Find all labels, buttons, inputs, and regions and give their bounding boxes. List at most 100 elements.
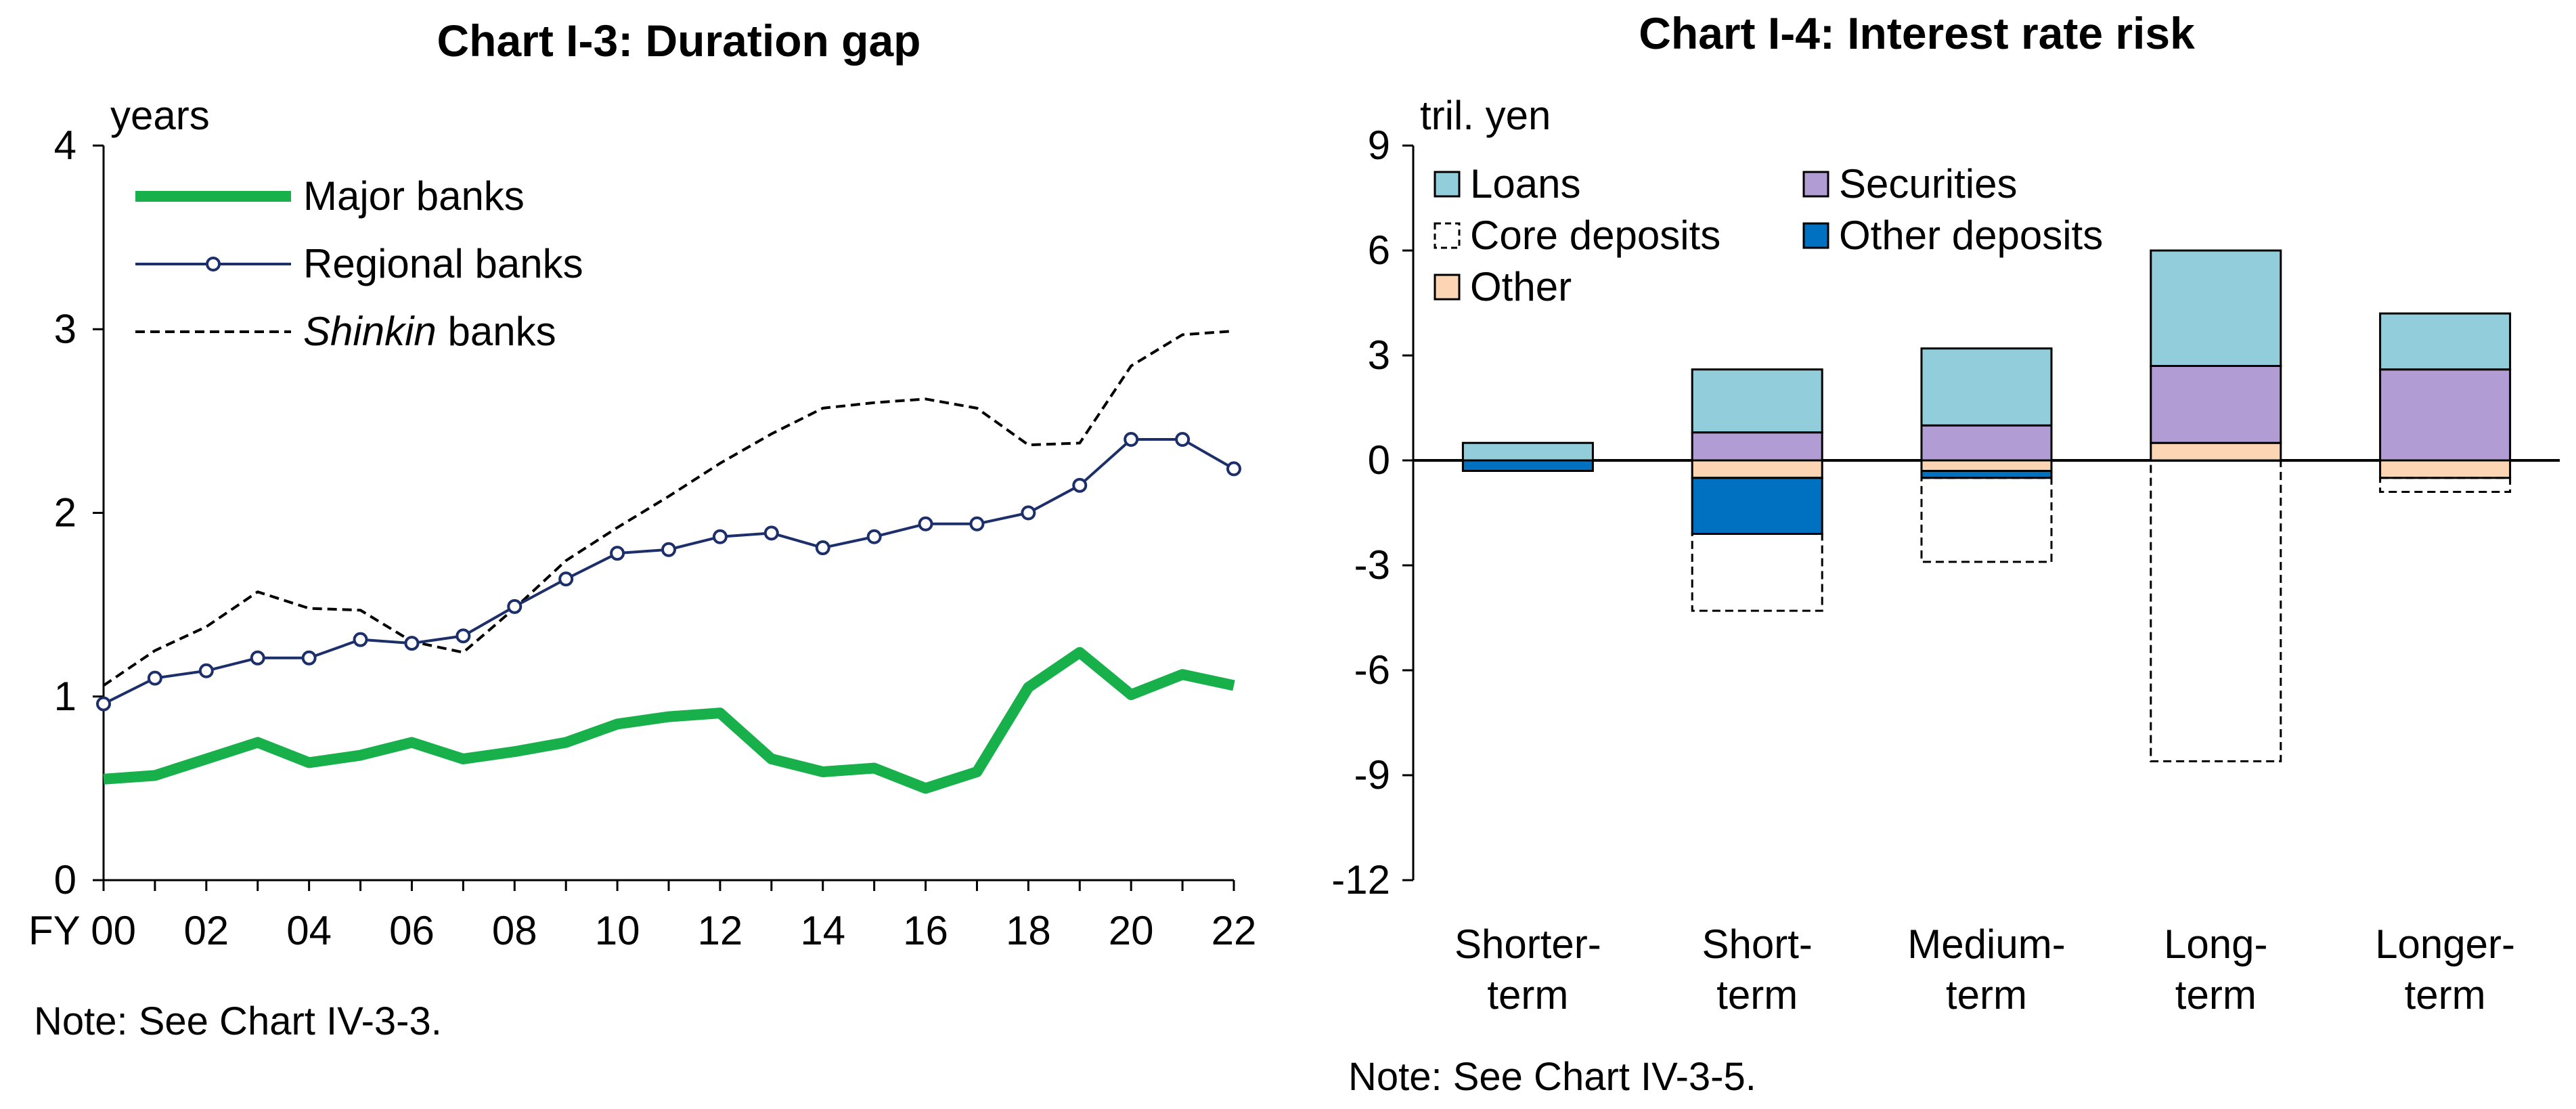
chart2-category-label: Long- [2164,921,2267,967]
chart1-x-tick-label: 14 [800,908,845,953]
loans-bar [1920,347,2053,427]
regional-banks-point [712,529,728,544]
regional-banks-point [507,599,523,614]
chart1-x-tick-label: FY 00 [28,908,136,953]
chart2-y-tick-label: 9 [1368,123,1390,168]
chart2-y-tick-label: -6 [1354,647,1390,693]
core-deposits-bar [1920,477,2053,563]
chart2-category-label: term [2405,972,2486,1018]
other-bar [1691,459,1823,479]
chart1-y-tick-label: 4 [54,123,76,168]
major-banks-line [103,647,1235,794]
chart1-y-tick-label: 3 [54,306,76,351]
other-bar [2150,441,2282,462]
chart2-title: Chart I-4: Interest rate risk [1639,8,2195,58]
chart1-title: Chart I-3: Duration gap [437,16,920,66]
shinkin-banks-line [102,329,1235,687]
chart2-category-label: term [1487,972,1568,1018]
chart2-y-tick-label: -9 [1354,752,1390,798]
chart1-y-tick-label: 2 [54,490,76,536]
core-deposits-bar [2150,459,2282,762]
chart1-legend-marker [206,257,221,271]
chart2-y-tick-label: -12 [1331,857,1390,903]
regional-banks-point [918,516,933,531]
chart1-y-tick-label: 0 [54,857,76,903]
chart2-note: Note: See Chart IV-3-5. [1348,1055,1756,1099]
loans-bar [1691,368,1823,434]
chart2-y-tick-label: 3 [1368,332,1390,378]
other-bar [1920,459,2053,472]
chart1-x-tick-label: 12 [698,908,743,953]
chart1-x-tick-label: 06 [389,908,435,953]
chart2-legend-swatch [1802,171,1829,198]
loans-bar [2150,249,2282,367]
chart2-category-label: Longer- [2375,921,2515,967]
chart2-legend-swatch [1434,171,1461,198]
chart2-category-label: Short- [1702,921,1813,967]
chart2-legend-swatch [1802,222,1829,249]
chart1-legend-label: Regional banks [303,241,583,286]
other-deposits-bar [1691,477,1823,535]
chart1-legend-label: Major banks [303,173,525,219]
chart2-category-label: term [1946,972,2027,1018]
chart2-legend-label: Loans [1470,161,1580,206]
chart1-x-tick-label: 10 [595,908,640,953]
chart2-legend-label: Core deposits [1470,213,1720,258]
regional-banks-point [456,628,471,644]
chart2-legend-label: Securities [1839,161,2017,206]
chart1-x-tick-label: 18 [1006,908,1051,953]
other-deposits-bar [1461,459,1594,472]
other-bar [2379,459,2512,479]
chart2-legend-label: Other [1470,264,1572,309]
chart1-x-tick-label: 20 [1109,908,1154,953]
chart1-y-unit-label: years [110,93,210,138]
chart2-legend-swatch [1434,274,1461,301]
chart2-legend-label: Other deposits [1839,213,2103,258]
loans-bar [2379,312,2512,371]
chart2-category-label: term [1716,972,1798,1018]
chart2-category-label: term [2175,972,2257,1018]
securities-bar [1920,424,2053,462]
regional-banks-point [250,650,265,666]
chart2-y-unit-label: tril. yen [1420,93,1551,138]
regional-banks-point [1226,461,1241,477]
chart1-y-tick-label: 1 [54,674,76,719]
regional-banks-point [1175,432,1191,447]
regional-banks-point [661,542,676,557]
chart2-category-label: Medium- [1907,921,2065,967]
regional-banks-point [763,525,779,541]
regional-banks-point [610,546,625,561]
chart2-legend-swatch [1434,222,1461,249]
regional-banks-point [353,632,368,647]
regional-banks-point [1124,432,1139,447]
chart2-y-tick-label: -3 [1354,542,1390,588]
regional-banks-point [866,529,882,544]
chart1-note: Note: See Chart IV-3-3. [34,999,442,1043]
regional-banks-point [1021,505,1036,521]
chart1-series-layer [96,329,1241,794]
core-deposits-bar [1691,533,1823,612]
regional-banks-point [198,663,214,678]
chart2-y-tick-label: 0 [1368,437,1390,483]
regional-banks-point [815,540,830,556]
chart1-x-tick-label: 02 [183,908,229,953]
regional-banks-point [147,670,162,686]
regional-banks-point [969,516,985,531]
chart1-x-tick-label: 22 [1212,908,1257,953]
loans-bar [1461,441,1594,462]
core-deposits-bar [2379,477,2512,493]
other-deposits-bar [1920,470,2053,479]
regional-banks-point [1072,477,1088,493]
chart2-bars-layer [1461,249,2512,762]
securities-bar [2150,365,2282,444]
chart2-axes: -12-9-6-30369Shorter-termShort-termMediu… [1331,123,2560,1018]
interest-rate-risk-chart: Chart I-4: Interest rate risk tril. yen … [1331,8,2560,1099]
chart1-x-tick-label: 16 [903,908,948,953]
chart1-legend-label: Shinkin banks [303,309,556,354]
chart1-x-tick-label: 04 [286,908,332,953]
